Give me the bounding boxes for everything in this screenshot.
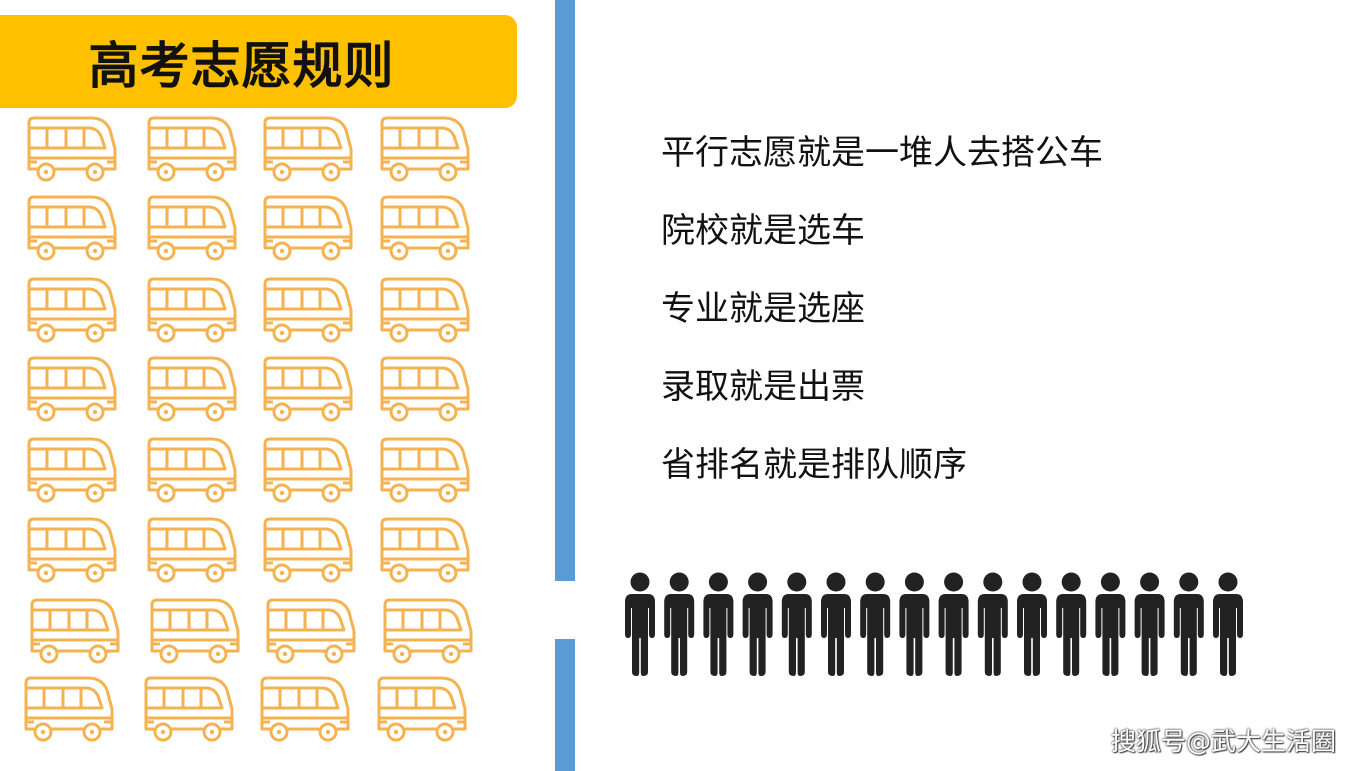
- bus-icon: [142, 675, 236, 743]
- bus-icon: [378, 436, 472, 504]
- bus-icon: [261, 355, 355, 423]
- person-icon: [742, 572, 773, 676]
- bus-icon: [145, 436, 239, 504]
- bus-icon: [145, 355, 239, 423]
- slide-title: 高考志愿规则: [88, 36, 395, 95]
- bus-icon: [145, 115, 239, 183]
- bus-icon: [22, 675, 116, 743]
- rule-text-2: 院校就是选车: [661, 211, 865, 251]
- bus-icon: [25, 516, 119, 584]
- person-icon: [938, 572, 969, 676]
- bus-icon: [261, 115, 355, 183]
- bus-icon: [25, 355, 119, 423]
- person-icon: [1173, 572, 1204, 676]
- divider-top: [555, 0, 575, 581]
- person-icon: [821, 572, 851, 676]
- watermark: 搜狐号@武大生活圈: [1110, 727, 1336, 756]
- person-icon: [664, 572, 695, 676]
- person-icon: [625, 572, 655, 676]
- rule-text-3: 专业就是选座: [661, 289, 865, 329]
- bus-grid: [0, 0, 520, 771]
- bus-icon: [264, 597, 358, 665]
- bus-icon: [28, 597, 122, 665]
- person-icon: [1134, 572, 1165, 676]
- people-queue: [625, 572, 1243, 676]
- divider-bottom: [555, 639, 575, 771]
- bus-icon: [378, 276, 472, 344]
- bus-icon: [145, 194, 239, 262]
- person-icon: [1056, 572, 1087, 676]
- title-banner: 高考志愿规则: [0, 15, 517, 108]
- bus-icon: [378, 516, 472, 584]
- bus-icon: [375, 675, 469, 743]
- bus-icon: [145, 516, 239, 584]
- rule-text-5: 省排名就是排队顺序: [661, 445, 967, 485]
- bus-icon: [258, 675, 352, 743]
- bus-icon: [378, 194, 472, 262]
- person-icon: [899, 572, 930, 676]
- bus-icon: [378, 115, 472, 183]
- bus-icon: [261, 516, 355, 584]
- bus-icon: [378, 355, 472, 423]
- bus-icon: [261, 276, 355, 344]
- person-icon: [1017, 572, 1047, 676]
- bus-icon: [25, 194, 119, 262]
- bus-icon: [145, 276, 239, 344]
- person-icon: [1095, 572, 1126, 676]
- bus-icon: [25, 436, 119, 504]
- bus-icon: [261, 436, 355, 504]
- bus-icon: [25, 115, 119, 183]
- person-icon: [977, 572, 1008, 676]
- bus-icon: [381, 597, 475, 665]
- person-icon: [781, 572, 812, 676]
- person-icon: [860, 572, 891, 676]
- rule-text-4: 录取就是出票: [661, 367, 865, 407]
- rule-text-1: 平行志愿就是一堆人去搭公车: [661, 133, 1103, 173]
- person-icon: [1213, 572, 1243, 676]
- bus-icon: [261, 194, 355, 262]
- person-icon: [703, 572, 734, 676]
- bus-icon: [148, 597, 242, 665]
- bus-icon: [25, 276, 119, 344]
